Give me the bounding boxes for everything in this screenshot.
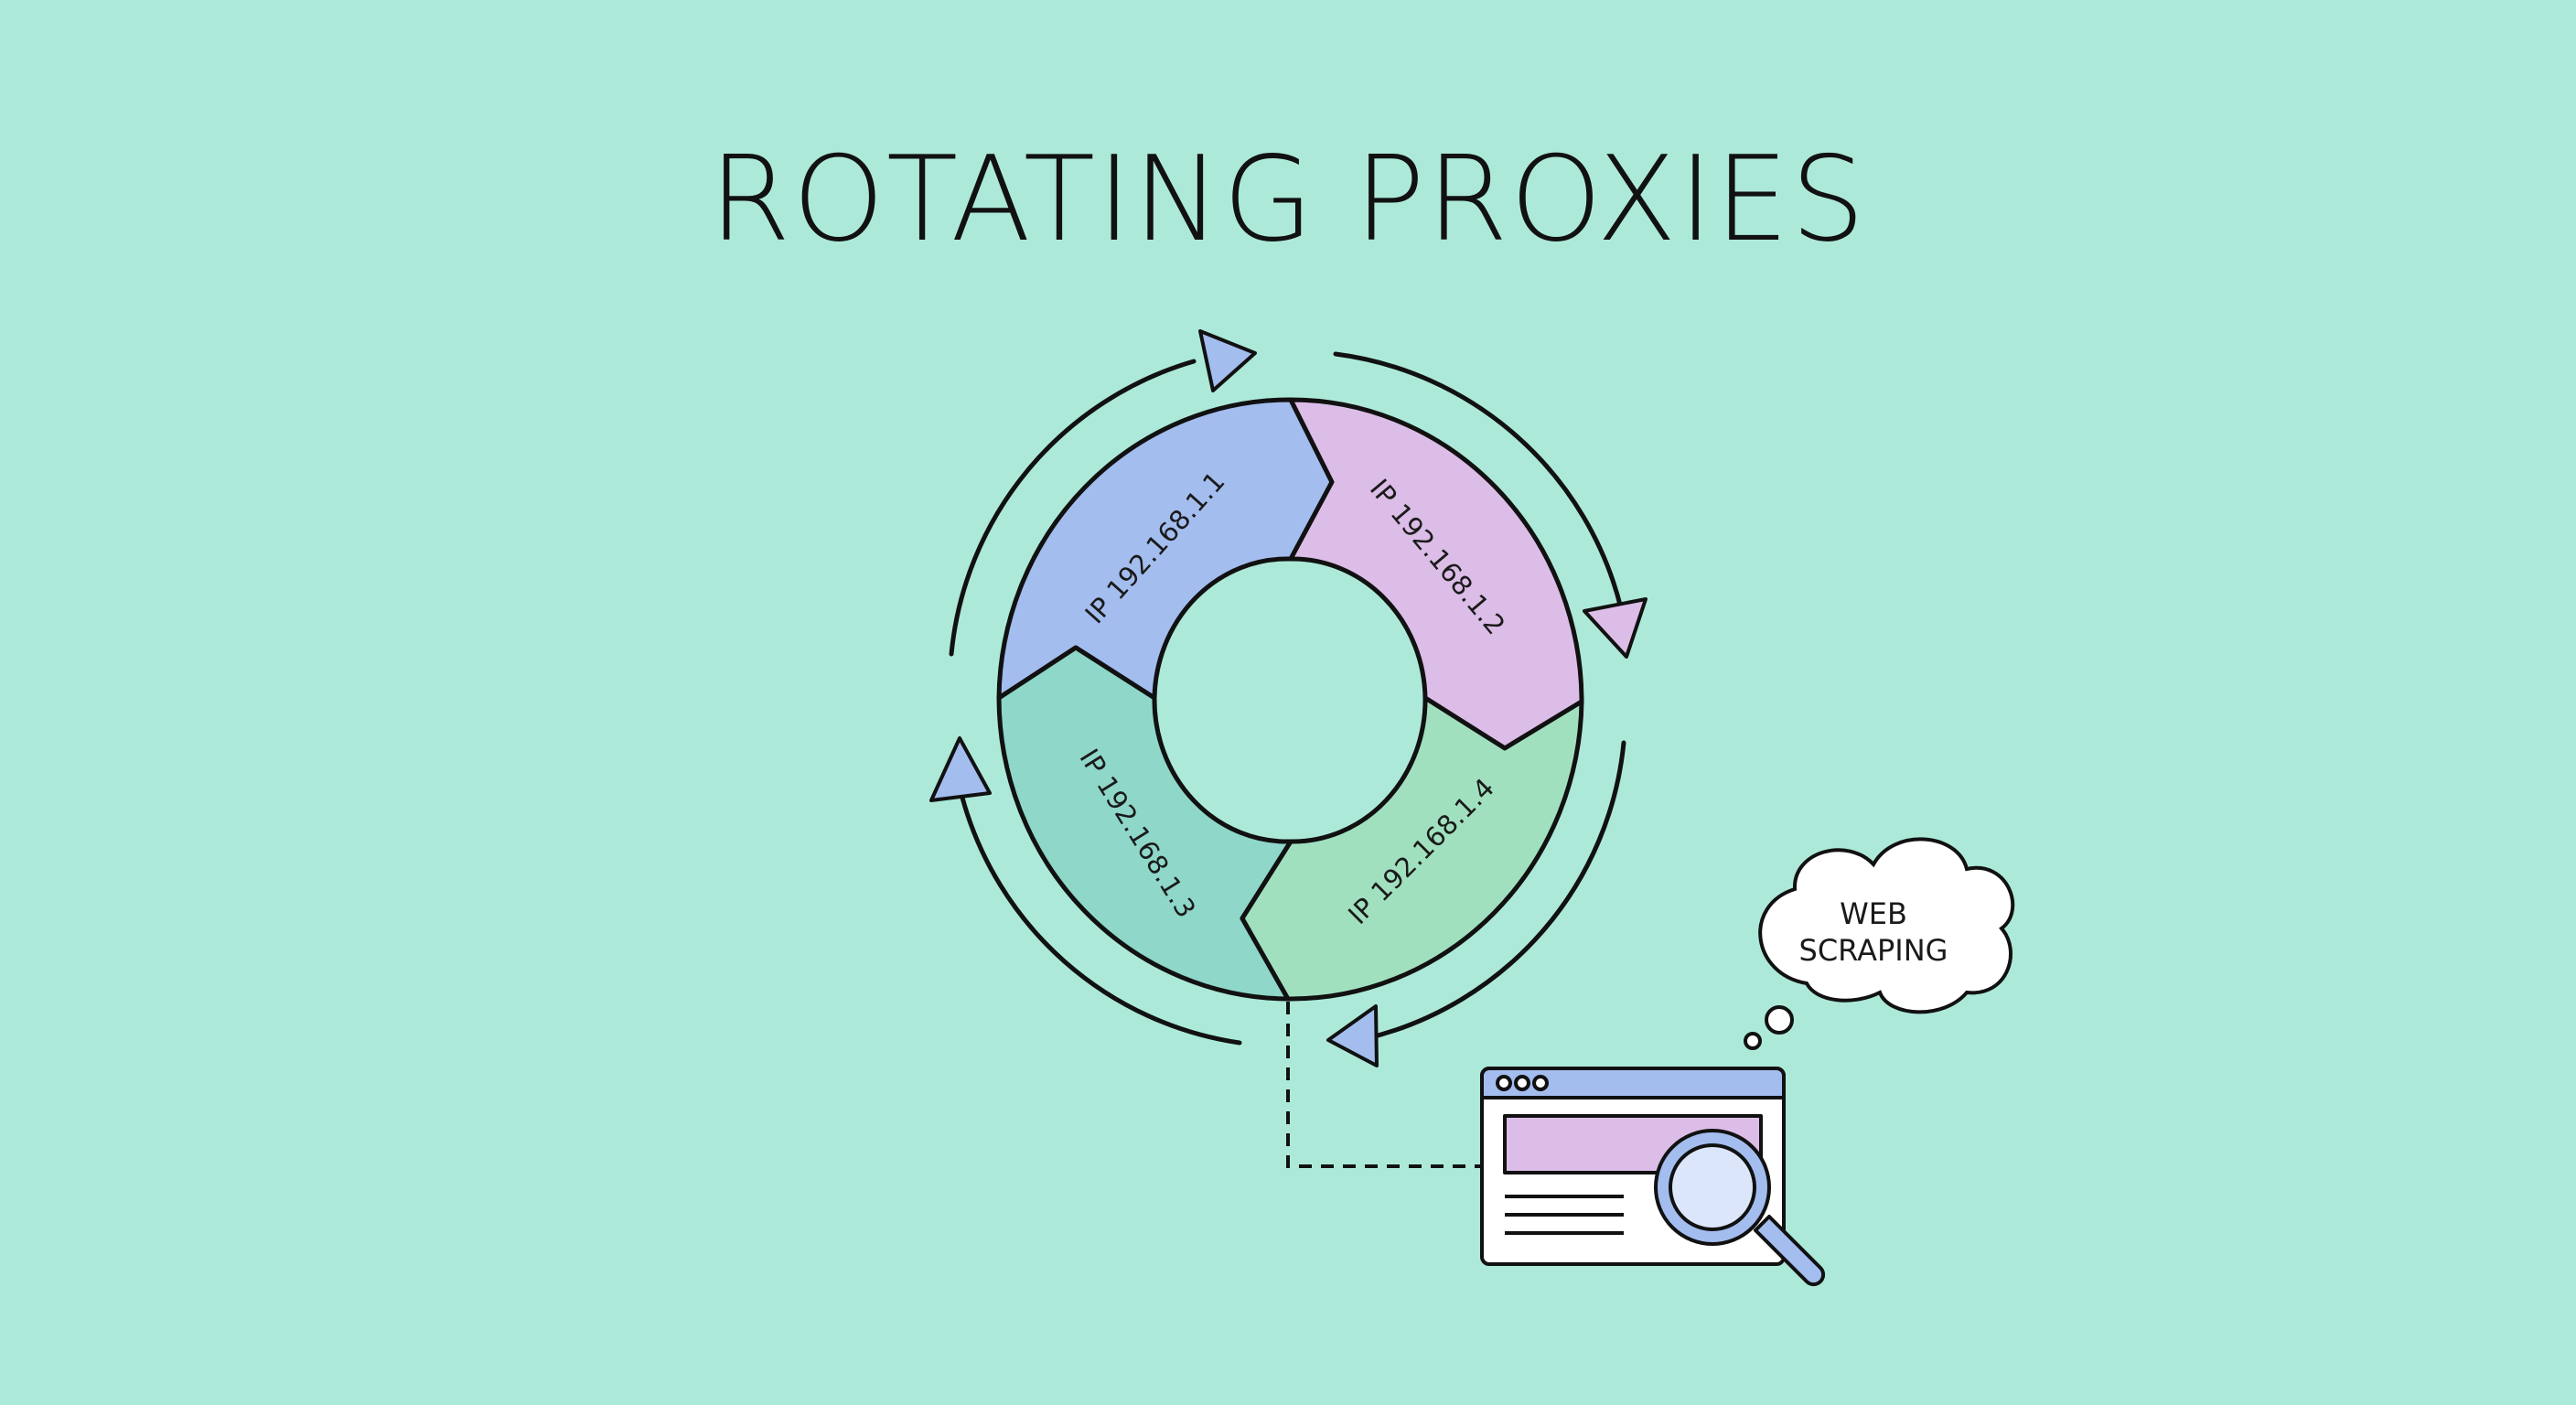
arrow-arc-bottom-right [1365,740,1626,1041]
window-dot-1 [1496,1075,1512,1091]
arrowheads [929,329,1648,1067]
arrow-arc-bottom-left [960,795,1242,1046]
arrowhead-top [1198,329,1257,392]
segment-ip-2 [1288,397,1584,751]
arrowhead-bottom [1326,1004,1379,1067]
arrow-arc-top-right [1333,351,1624,611]
segment-ip-3 [996,645,1293,1002]
segment-ip-1 [996,397,1335,701]
thought-dot-small [1744,1032,1762,1050]
rotation-arrows [949,351,1626,1046]
segment-ip-4 [1240,695,1584,1002]
magnifier-handle [1754,1215,1826,1287]
thought-bubble [1744,837,2015,1050]
browser-titlebar [1480,1067,1786,1099]
dashed-connector [1286,1002,1480,1168]
thought-dot-large [1765,1005,1794,1035]
arrowhead-left [929,736,992,802]
arrow-arc-top-left [949,359,1197,657]
arrowhead-right [1583,597,1648,659]
magnifying-glass-icon [1654,1129,1826,1287]
thought-bubble-line-1: WEB [1840,896,1907,931]
magnifier-lens [1669,1143,1756,1231]
window-dot-3 [1532,1075,1549,1091]
window-dot-2 [1514,1075,1530,1091]
thought-bubble-cloud [1758,837,2015,1014]
thought-bubble-line-2: SCRAPING [1799,933,1948,968]
page-title: ROTATING PROXIES [709,132,1866,268]
proxy-ring [996,397,1584,1002]
